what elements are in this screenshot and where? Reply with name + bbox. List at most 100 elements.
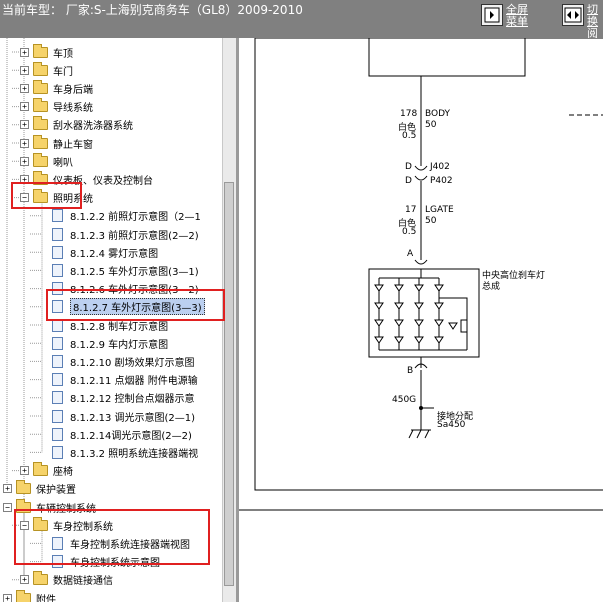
document-icon	[52, 373, 63, 387]
tree-item-label: 8.1.2.8 制车灯示意图	[70, 321, 169, 333]
tree-item-label: 8.1.2.10 剧场效果灯示意图	[70, 357, 195, 369]
document-icon	[52, 318, 63, 332]
tree-doc-item[interactable]: 8.1.3.2 照明系统连接器端视	[38, 443, 198, 461]
expand-icon[interactable]: +	[20, 47, 29, 57]
tree-folder-item[interactable]: +保护装置	[3, 480, 76, 498]
tree-item-label: 8.1.2.3 前照灯示意图(2—2)	[70, 230, 199, 242]
folder-icon	[33, 79, 48, 94]
wire-178-num: 178	[400, 109, 418, 119]
wire-178-color: 白色	[398, 123, 417, 133]
tree-folder-item[interactable]: +导线系统	[20, 98, 93, 116]
tree-item-label: 车身控制系统示意图	[70, 558, 160, 570]
expand-icon[interactable]: +	[20, 575, 29, 585]
fullscreen-menu-button[interactable]: 全屏 菜单	[481, 4, 528, 28]
tree-doc-item[interactable]: 8.1.2.10 剧场效果灯示意图	[38, 352, 195, 370]
collapse-icon[interactable]: −	[20, 520, 29, 530]
tree-doc-item[interactable]: 8.1.2.13 调光示意图(2—1)	[38, 407, 195, 425]
collapse-icon[interactable]: −	[3, 502, 12, 512]
tree-item-label: 8.1.2.7 车外灯示意图(3—3)	[70, 298, 205, 316]
wire-178-circuit: 50	[425, 120, 437, 130]
tree-doc-item[interactable]: 8.1.2.11 点烟器 附件电源输	[38, 371, 198, 389]
expand-icon[interactable]: +	[20, 156, 29, 166]
expand-icon[interactable]: +	[20, 174, 29, 184]
tree-folder-item[interactable]: + 数据链接通信	[20, 571, 113, 589]
tree-item-label: 8.1.2.5 车外灯示意图(3—1)	[70, 266, 199, 278]
tree-folder-item[interactable]: +车门	[20, 61, 73, 79]
expand-icon[interactable]: +	[20, 138, 29, 148]
fullscreen-icon	[481, 4, 503, 26]
document-icon	[52, 536, 63, 550]
tree-folder-item[interactable]: − 车辆控制系统	[3, 498, 96, 516]
document-icon	[52, 555, 63, 569]
switch-view-label-1: 切换	[587, 3, 598, 28]
source-box	[368, 38, 526, 77]
tree-doc-item[interactable]: 车身控制系统连接器端视图	[38, 534, 190, 552]
tree-doc-item[interactable]: 8.1.2.4 雾灯示意图	[38, 243, 158, 261]
folder-icon	[33, 516, 48, 531]
expand-icon[interactable]: +	[20, 120, 29, 130]
document-icon	[52, 409, 63, 423]
tree-item-label: 数据链接通信	[53, 576, 113, 588]
tree-item-label: 刮水器洗涤器系统	[53, 121, 133, 133]
collapse-icon[interactable]: −	[20, 193, 29, 203]
tree-doc-item[interactable]: 8.1.2.6 车外灯示意图(3—2)	[38, 280, 199, 298]
expand-icon[interactable]: +	[3, 593, 12, 602]
tree-folder-item[interactable]: +座椅	[20, 462, 73, 480]
tree-item-label: 8.1.2.14调光示意图(2—2)	[70, 430, 192, 442]
wiring-diagram	[239, 38, 603, 511]
expand-icon[interactable]: +	[20, 466, 29, 476]
folder-icon	[33, 43, 48, 58]
expand-icon[interactable]: +	[20, 83, 29, 93]
tree-doc-item[interactable]: 8.1.2.2 前照灯示意图（2—1	[38, 207, 201, 225]
led-diodes	[374, 284, 458, 344]
expand-icon[interactable]: +	[20, 102, 29, 112]
tree-folder-item[interactable]: + 车身后端	[20, 79, 93, 97]
folder-icon	[33, 152, 48, 167]
lamp-label: 中央高位刹车灯	[482, 271, 546, 281]
pane-splitter[interactable]	[236, 38, 239, 602]
ground-id: Sa450	[437, 420, 466, 430]
tree-folder-item[interactable]: − 车身控制系统	[20, 516, 113, 534]
document-icon	[52, 354, 63, 368]
document-icon	[52, 391, 63, 405]
tree-folder-item[interactable]: +静止车窗	[20, 134, 93, 152]
document-icon	[52, 300, 63, 314]
switch-view-icon	[562, 4, 584, 26]
tree-doc-item[interactable]: 车身控制系统示意图	[38, 553, 160, 571]
connector-top-pin: D	[405, 162, 412, 172]
wire-17-num: 17	[405, 205, 417, 215]
lamp-pin-a: A	[407, 249, 414, 259]
wire-17-circuit: 50	[425, 216, 437, 226]
folder-icon	[16, 480, 31, 495]
tree-item-label: 8.1.2.13 调光示意图(2—1)	[70, 412, 196, 424]
tree-doc-item[interactable]: 8.1.2.8 制车灯示意图	[38, 316, 168, 334]
tree-doc-item[interactable]: 8.1.2.5 车外灯示意图(3—1)	[38, 261, 199, 279]
tree-folder-item[interactable]: + 喇叭	[20, 152, 73, 170]
tree-doc-item[interactable]: 8.1.2.12 控制台点烟器示意	[38, 389, 195, 407]
tree-folder-item[interactable]: + 刮水器洗涤器系统	[20, 116, 133, 134]
tree-folder-item[interactable]: +车顶	[20, 43, 73, 61]
tree-scrollbar-thumb[interactable]	[224, 182, 234, 586]
tree-folder-item[interactable]: +仪表板、仪表及控制台	[20, 170, 153, 188]
folder-icon	[33, 98, 48, 113]
expand-icon[interactable]: +	[20, 65, 29, 75]
tree-folder-item[interactable]: −照明系统	[20, 189, 93, 207]
tree-item-label: 车辆控制系统	[36, 503, 96, 515]
tree-doc-item[interactable]: 8.1.2.3 前照灯示意图(2—2)	[38, 225, 199, 243]
diagram-frame	[254, 38, 603, 491]
tree-doc-item[interactable]: 8.1.2.9 车内灯示意图	[38, 334, 168, 352]
tree-doc-item[interactable]: 8.1.2.14调光示意图(2—2)	[38, 425, 192, 443]
expand-icon[interactable]: +	[3, 484, 12, 494]
connector-bottom-pin: D	[405, 176, 412, 186]
tree-item-label: 喇叭	[53, 157, 73, 169]
lamp-pin-b: B	[407, 366, 414, 376]
tree-item-label: 车身控制系统	[53, 521, 113, 533]
fullscreen-label-1: 全屏	[506, 3, 528, 16]
tree-folder-item[interactable]: +附件	[3, 589, 56, 602]
navigation-tree: +车顶+车门+车身后端+导线系统+刮水器洗涤器系统+静止车窗+喇叭+仪表板、仪表…	[0, 38, 222, 602]
tree-doc-item[interactable]: 8.1.2.7 车外灯示意图(3—3)	[38, 298, 205, 316]
tree-item-label: 8.1.2.4 雾灯示意图	[70, 248, 159, 260]
tree-item-label: 8.1.2.9 车内灯示意图	[70, 339, 169, 351]
tree-item-label: 车身后端	[53, 84, 93, 96]
tree-item-label: 8.1.3.2 照明系统连接器端视	[70, 448, 199, 460]
